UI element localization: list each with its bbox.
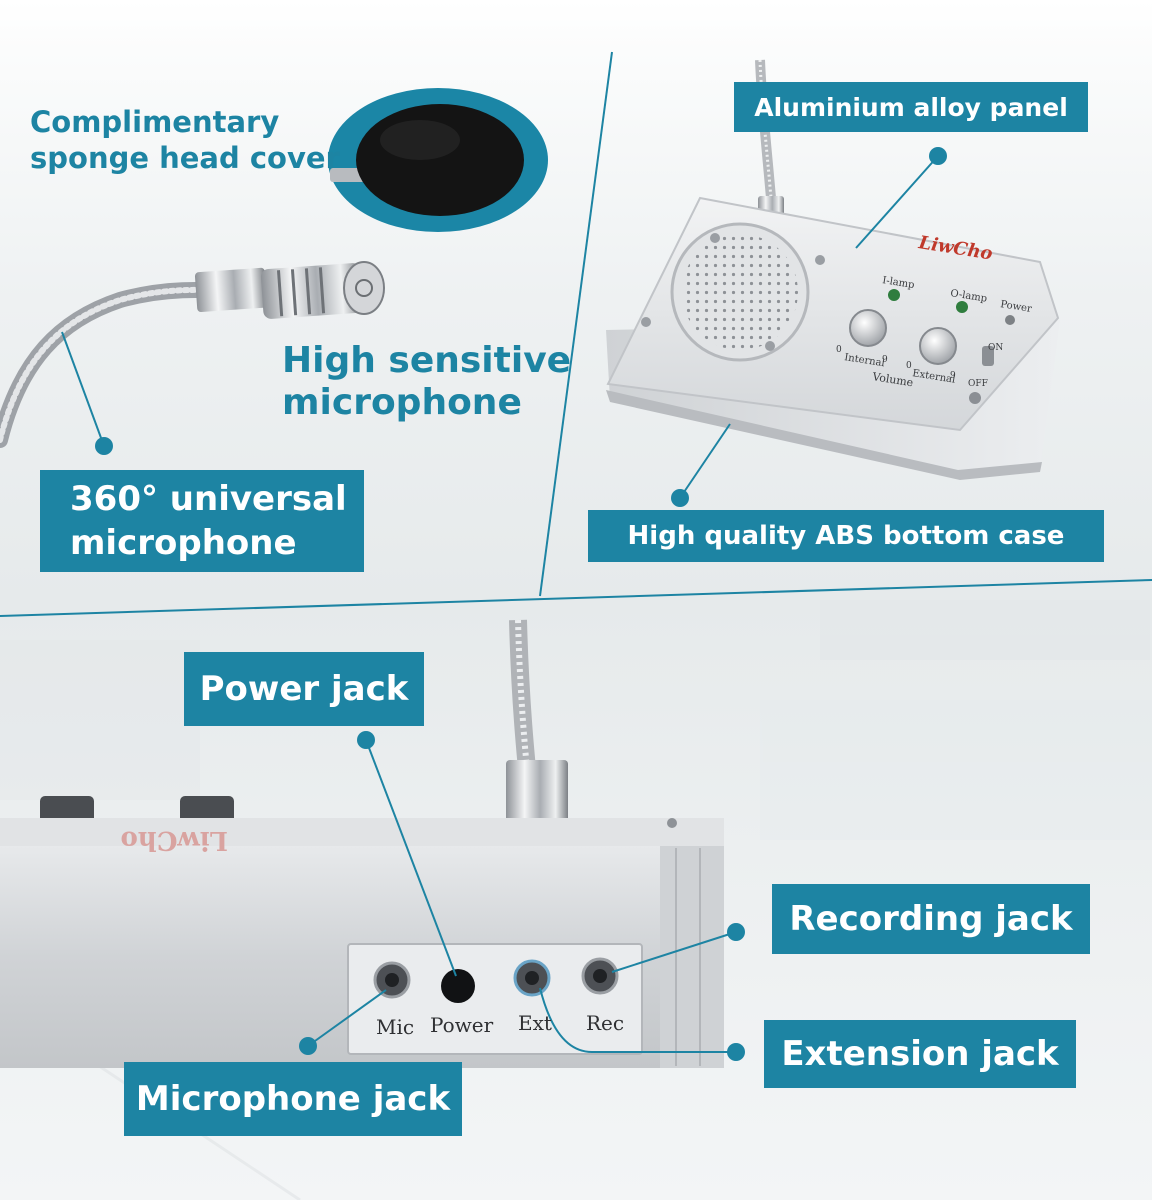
scale-max-external: 9 <box>950 371 956 381</box>
jack-label-ext: Ext <box>518 1011 552 1035</box>
microphone-jack-label: Microphone jack <box>124 1062 462 1136</box>
scale-min-internal: 0 <box>836 345 842 355</box>
jack-label-rec: Rec <box>586 1011 624 1035</box>
sponge-cover-caption: Complimentary sponge head cover <box>30 104 340 176</box>
i-lamp-text: I-lamp <box>882 275 916 291</box>
sponge-caption-line2: sponge head cover <box>30 141 340 175</box>
scale-min-external: 0 <box>906 361 912 371</box>
device-front-image <box>0 619 724 1068</box>
power-lamp-text: Power <box>1000 299 1033 315</box>
off-text: OFF <box>968 379 988 389</box>
aluminium-panel-label: Aluminium alloy panel <box>734 82 1088 132</box>
sponge-cover-image <box>328 88 548 232</box>
brand-front-text: LiwCho <box>121 825 228 855</box>
recording-jack-label: Recording jack <box>772 884 1090 954</box>
jack-label-power: Power <box>430 1013 494 1037</box>
power-jack-label: Power jack <box>184 652 424 726</box>
scale-max-internal: 9 <box>882 355 888 365</box>
leader-lines <box>61 155 939 1053</box>
divider-lines <box>0 51 1152 617</box>
abs-label-text: High quality ABS bottom case <box>627 521 1065 551</box>
high-sensitive-caption: High sensitive microphone <box>282 340 571 424</box>
microphone-jack-text: Microphone jack <box>135 1079 451 1119</box>
device-top-image <box>606 59 1060 480</box>
recording-jack-text: Recording jack <box>789 899 1073 939</box>
sponge-caption-line1: Complimentary <box>30 105 280 139</box>
high-sensitive-line1: High sensitive <box>282 340 572 381</box>
power-jack-text: Power jack <box>199 669 409 709</box>
on-text: ON <box>988 343 1003 353</box>
universal-line1: 360° universal <box>70 479 347 519</box>
high-sensitive-line2: microphone <box>282 382 522 423</box>
jack-label-mic: Mic <box>376 1015 414 1039</box>
background-hallway <box>0 600 1152 1200</box>
abs-case-label: High quality ABS bottom case <box>588 510 1104 562</box>
aluminium-label-text: Aluminium alloy panel <box>754 92 1068 122</box>
gooseneck-microphone-image <box>0 261 385 448</box>
leader-dots <box>95 147 947 1061</box>
extension-jack-label: Extension jack <box>764 1020 1076 1088</box>
universal-microphone-label: 360° universal microphone <box>40 470 364 572</box>
universal-line2: microphone <box>70 523 297 563</box>
extension-jack-text: Extension jack <box>781 1034 1059 1074</box>
